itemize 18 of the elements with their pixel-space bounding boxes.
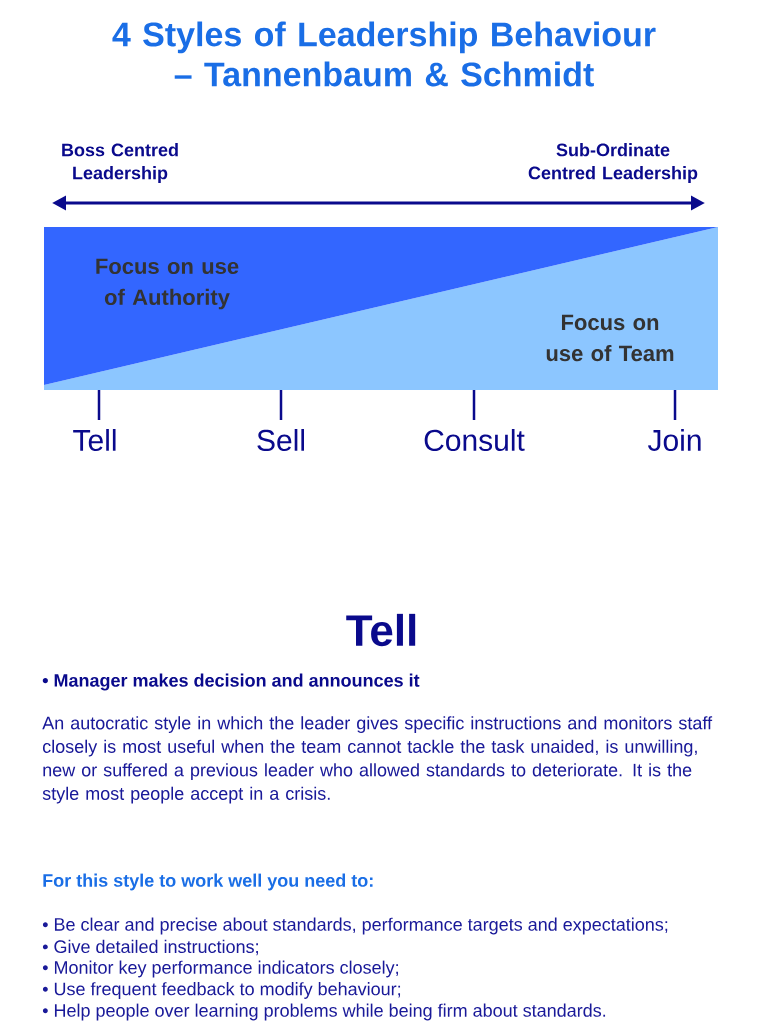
title: 4 Styles of Leadership Behaviour – Tannenbaum & Schmidt: [112, 21, 656, 87]
axis-end-label: Sub-Ordinate Centred Leadership: [528, 143, 698, 183]
bullet-item: • Be clear and precise about standards, performance targets and expectations;: [42, 917, 668, 935]
section-heading: Tell: [346, 613, 416, 647]
bullet-item: • Use frequent feedback to modify behaviour;: [42, 982, 401, 999]
bullet-item: • Give detailed instructions;: [42, 939, 258, 956]
subheading: For this style to work well you need to:: [43, 873, 373, 891]
bullet-item: • Monitor key performance indicators closely;: [42, 960, 398, 978]
axis-end-label: Boss Centred Leadership: [62, 143, 178, 183]
region-label: Focus on use of Team: [546, 314, 674, 362]
style-label: Tell: [73, 429, 116, 451]
style-label: Join: [647, 429, 701, 451]
bullet-item: • Help people over learning problems while being firm about standards.: [42, 1003, 606, 1021]
paragraph: An autocratic style in which the leader gives specific instructions and monitors staff closely is most useful when the team cannot tackle the task unaided, is unwilling, new or suffered a previous leader who allowed standards to deteriorate. It is the style most people accept in a crisis.: [42, 716, 713, 804]
style-label: Sell: [257, 429, 304, 451]
bullet-item: • Manager makes decision and announces it: [42, 673, 420, 691]
region-label: Focus on use of Authority: [96, 258, 239, 310]
style-label: Consult: [424, 429, 525, 451]
